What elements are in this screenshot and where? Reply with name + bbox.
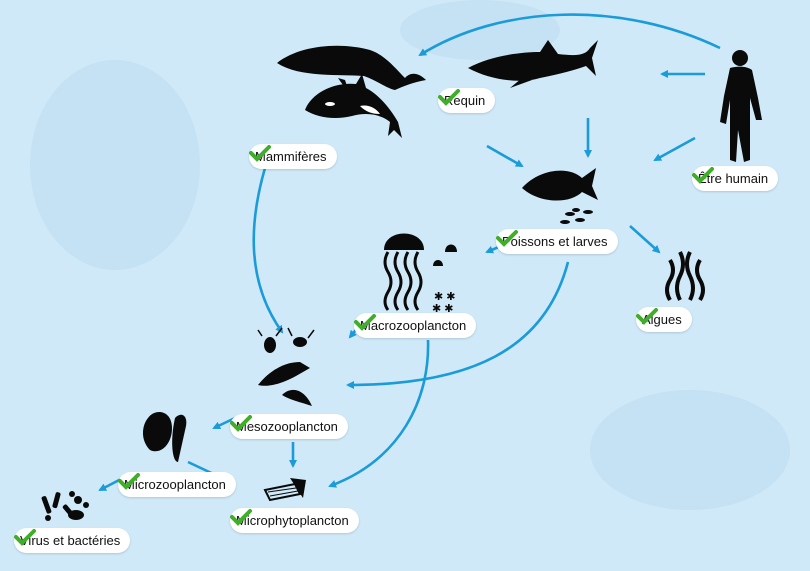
arrow-human-to-fish bbox=[653, 136, 696, 162]
node-requin[interactable]: Requin bbox=[438, 88, 496, 113]
arrow-human-to-mammals bbox=[418, 13, 721, 57]
node-poissons[interactable]: Poissons et larves bbox=[496, 229, 618, 254]
seaweed-icon bbox=[665, 251, 705, 302]
node-mammiferes[interactable]: Mammifères bbox=[249, 144, 337, 169]
node-microzooplancton[interactable]: Microzooplancton bbox=[118, 472, 236, 497]
check-icon bbox=[230, 509, 252, 526]
node-label-text: Mesozooplancton bbox=[236, 419, 338, 434]
arrow-shark2-to-fish bbox=[486, 144, 524, 168]
background-shape bbox=[30, 60, 200, 270]
check-icon bbox=[118, 473, 140, 490]
node-mesozooplancton[interactable]: Mesozooplancton bbox=[230, 414, 348, 439]
bacteria-icon bbox=[41, 491, 89, 521]
node-label-text: Virus et bactéries bbox=[20, 533, 121, 548]
check-icon bbox=[496, 230, 518, 247]
fish-icon bbox=[522, 168, 598, 224]
arrow-mammals-to-meso bbox=[252, 167, 284, 334]
node-microphytoplancton[interactable]: Microphytoplancton bbox=[230, 508, 359, 533]
node-label-text: Microzooplancton bbox=[124, 477, 226, 492]
node-label-text: Poissons et larves bbox=[502, 234, 608, 249]
orca-icon bbox=[305, 74, 402, 138]
node-label-text: Mammifères bbox=[255, 149, 327, 164]
check-icon bbox=[249, 145, 271, 162]
diatom-icon bbox=[263, 478, 306, 502]
svg-text:✱ ✱: ✱ ✱ bbox=[432, 303, 454, 315]
copepod-icon bbox=[257, 327, 315, 406]
check-icon bbox=[438, 89, 460, 106]
protist-icon bbox=[143, 412, 187, 462]
jellyfish-icon: ✱ ✱ ✱ ✱ bbox=[383, 233, 457, 315]
svg-text:✱ ✱: ✱ ✱ bbox=[434, 291, 456, 303]
node-label-text: Macrozooplancton bbox=[360, 318, 467, 333]
shark-icon bbox=[468, 40, 598, 88]
check-icon bbox=[14, 529, 36, 546]
check-icon bbox=[636, 308, 658, 325]
check-icon bbox=[230, 415, 252, 432]
node-algues[interactable]: Algues bbox=[636, 307, 692, 332]
node-label-text: Être humain bbox=[698, 171, 769, 186]
node-macrozooplancton[interactable]: Macrozooplancton bbox=[354, 313, 477, 338]
check-icon bbox=[692, 167, 714, 184]
node-virus-bacteries[interactable]: Virus et bactéries bbox=[14, 528, 131, 553]
arrow-fish-to-meso bbox=[346, 261, 570, 389]
human-icon bbox=[720, 50, 762, 162]
arrow-fish-to-algae bbox=[629, 225, 661, 254]
node-label-text: Microphytoplancton bbox=[236, 513, 349, 528]
node-etre-humain[interactable]: Être humain bbox=[692, 166, 779, 191]
check-icon bbox=[354, 314, 376, 331]
arrow-macro-to-microphyto bbox=[328, 339, 430, 488]
background-shape bbox=[590, 390, 790, 510]
